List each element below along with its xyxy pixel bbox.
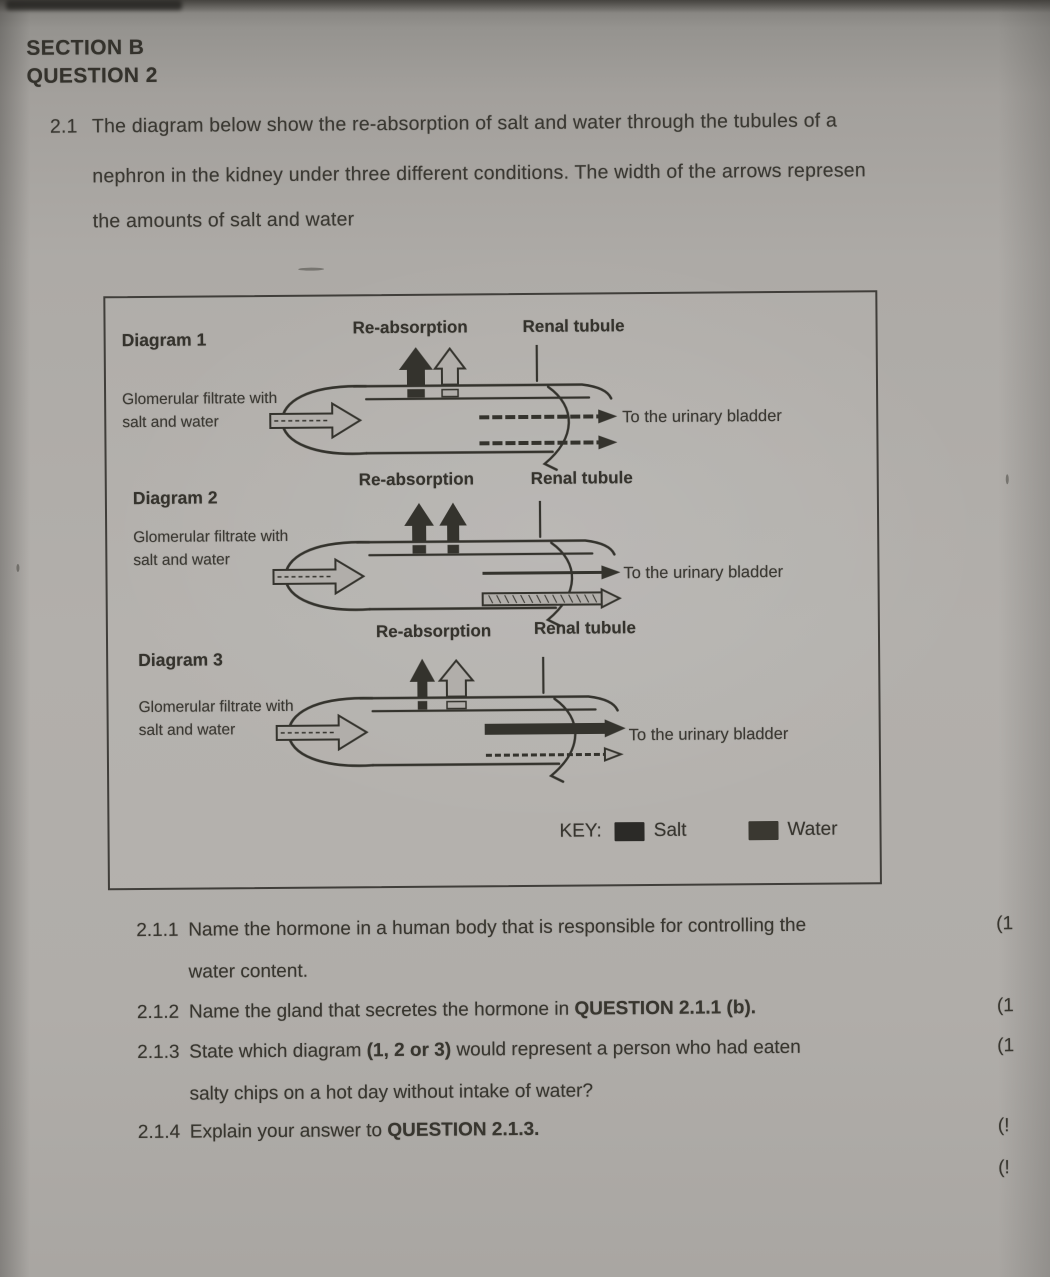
renal-tubule-label: Renal tubule <box>522 316 625 337</box>
q-text: Name the hormone in a human body that is… <box>188 914 807 941</box>
filtrate-line1: Glomerular filtrate with <box>122 389 278 409</box>
salt-key-swatch-icon <box>614 821 645 841</box>
question-number: 2.1.3 <box>137 1041 180 1064</box>
glomerular-filtrate-label: Glomerular filtrate with salt and water <box>133 524 348 572</box>
filtrate-line1: Glomerular filtrate with <box>138 697 294 717</box>
urinary-bladder-label: To the urinary bladder <box>623 562 784 583</box>
q-text-bold: (1, 2 or 3) <box>366 1039 452 1062</box>
water-outflow-arrow <box>485 746 624 762</box>
water-key-swatch-icon <box>748 820 779 840</box>
q-text: State which diagram <box>189 1040 367 1063</box>
reabsorption-label: Re-absorption <box>358 469 475 490</box>
glomerular-filtrate-label: Glomerular filtrate with salt and water <box>138 694 353 742</box>
q-text: Name the gland that secretes the hormone… <box>188 998 575 1023</box>
filtrate-line2: salt and water <box>133 551 230 570</box>
marks-badge: (1 <box>996 995 1014 1017</box>
salt-outflow-arrow <box>479 409 618 424</box>
diagram-1-title: Diagram 1 <box>121 329 207 351</box>
filtrate-inflow-arrow <box>269 401 363 440</box>
question-number: 2.1.1 <box>136 919 179 942</box>
reabsorption-label: Re-absorption <box>352 317 468 338</box>
nephron-tubule-diagram-3 <box>275 655 626 783</box>
q-text: Explain your answer to <box>189 1120 388 1143</box>
salt-reabsorption-arrow <box>404 502 434 554</box>
filtrate-line2: salt and water <box>122 413 219 432</box>
diagram-figure-box: Diagram 1 Re-absorption Renal tubule Glo… <box>103 290 882 891</box>
intro-line-3: the amounts of salt and water <box>92 208 355 233</box>
diagram-key: KEY: Salt Water <box>559 819 837 843</box>
nephron-tubule-diagram-2 <box>272 499 622 627</box>
marks-badge: (! <box>997 1115 1010 1137</box>
previous-page-smudge <box>6 0 182 10</box>
question-2-1-1-text: Name the hormone in a human body that is… <box>188 915 806 942</box>
speck <box>16 563 20 572</box>
urinary-bladder-label: To the urinary bladder <box>622 406 782 427</box>
reabsorption-label: Re-absorption <box>375 621 492 642</box>
water-reabsorption-arrow <box>432 346 467 398</box>
diagram-1-row: Diagram 1 Re-absorption Renal tubule Glo… <box>105 304 876 472</box>
marks-badge: (1 <box>997 1035 1015 1057</box>
water-key-label: Water <box>787 818 838 840</box>
water-reabsorption-arrow <box>437 658 475 710</box>
question-number: 2.1.2 <box>136 1001 180 1024</box>
intro-line-1: The diagram below show the re-absorption… <box>91 109 838 138</box>
salt-key-label: Salt <box>653 819 687 841</box>
intro-line-2: nephron in the kidney under three differ… <box>92 159 866 188</box>
q-text-bold: QUESTION 2.1.1 (b). <box>574 997 757 1020</box>
diagram-3-title: Diagram 3 <box>138 649 223 671</box>
urinary-bladder-label: To the urinary bladder <box>628 724 789 745</box>
renal-tubule-label: Renal tubule <box>533 618 637 638</box>
question-2-1-2-text: Name the gland that secretes the hormone… <box>189 997 756 1023</box>
filtrate-line2: salt and water <box>138 721 236 740</box>
key-label: KEY: <box>559 820 602 842</box>
question-2-1-3-text: State which diagram (1, 2 or 3) would re… <box>189 1037 801 1064</box>
question-number: 2.1.4 <box>137 1121 181 1144</box>
filtrate-line1: Glomerular filtrate with <box>133 527 289 547</box>
filtrate-inflow-arrow <box>272 557 366 596</box>
renal-tubule-label: Renal tubule <box>530 468 633 488</box>
water-outflow-arrow <box>479 435 618 450</box>
water-reabsorption-arrow <box>439 502 467 554</box>
salt-outflow-arrow <box>482 565 621 580</box>
salt-reabsorption-arrow <box>398 347 433 398</box>
marks-badge: (! <box>998 1157 1010 1179</box>
diagram-2-row: Diagram 2 Re-absorption Renal tubule Glo… <box>107 458 878 627</box>
water-outflow-arrow <box>481 587 622 610</box>
q-text-bold: QUESTION 2.1.3. <box>387 1118 540 1142</box>
speck <box>1005 474 1009 485</box>
speck <box>298 267 325 271</box>
marks-badge: (1 <box>996 913 1014 935</box>
diagram-3-row: Diagram 3 Re-absorption Renal tubule Glo… <box>108 606 879 783</box>
question-2-1-4-text: Explain your answer to QUESTION 2.1.3. <box>190 1119 540 1144</box>
question-heading: QUESTION 2 <box>26 63 158 88</box>
salt-reabsorption-arrow <box>409 658 436 710</box>
section-heading: SECTION B <box>26 35 145 60</box>
salt-outflow-arrow <box>484 719 626 738</box>
renal-tubule-outline <box>280 383 613 471</box>
question-2-1-1-line2: water content. <box>188 960 309 983</box>
q-text: would represent a person who had eaten <box>451 1036 801 1061</box>
glomerular-filtrate-label: Glomerular filtrate with salt and water <box>122 386 337 434</box>
question-2-1-3-line2: salty chips on a hot day without intake … <box>189 1080 594 1105</box>
diagram-2-title: Diagram 2 <box>132 487 218 509</box>
nephron-tubule-diagram-1 <box>269 343 618 471</box>
intro-number: 2.1 <box>49 115 78 138</box>
photo-top-shadow <box>0 0 1050 13</box>
filtrate-inflow-arrow <box>275 713 369 752</box>
